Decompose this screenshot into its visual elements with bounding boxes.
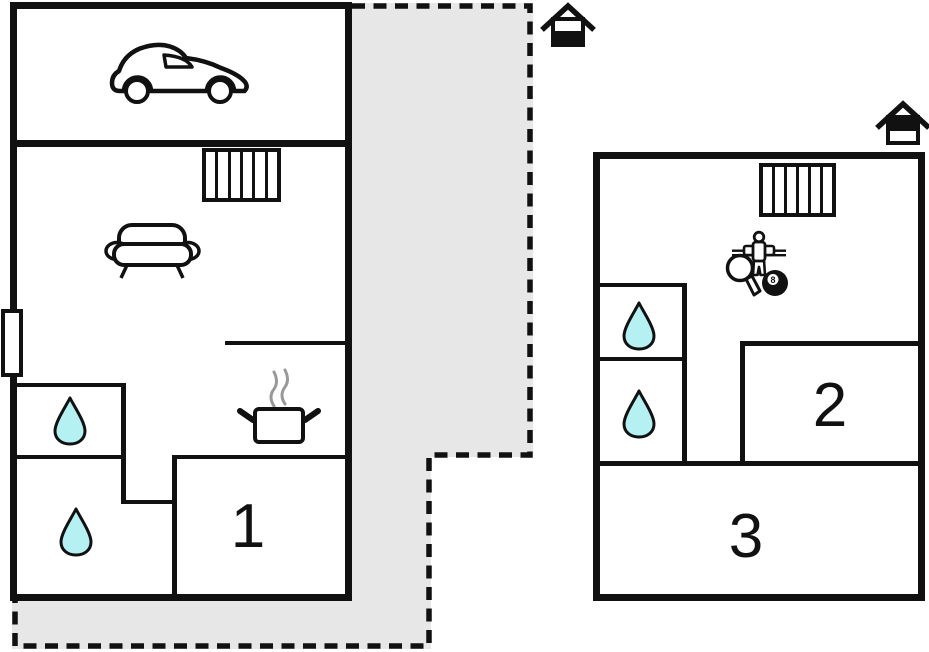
gf-garage-divider-wall: [17, 140, 345, 147]
gf-kitchen-counter-wall: [225, 341, 345, 345]
uf-wall-top: [593, 152, 925, 159]
billiard-8-ball-icon: 8: [762, 270, 788, 296]
uf-wall-right: [918, 152, 925, 601]
gf-bathroom1-bottom-wall: [17, 455, 125, 459]
uf-radiator-icon: [759, 163, 836, 217]
uf-bathroom-top-wall: [600, 283, 687, 287]
uf-room2-left-wall: [740, 341, 745, 463]
water-drop-icon: [622, 301, 656, 351]
sofa-icon: [104, 223, 201, 279]
room-2-label: 2: [812, 371, 848, 440]
car-icon: [109, 42, 249, 104]
room-1-label: 1: [230, 492, 266, 561]
steam-icon: [269, 368, 289, 408]
gf-radiator-icon: [202, 148, 281, 202]
water-drop-icon: [59, 507, 93, 557]
gf-wall-top: [10, 2, 352, 9]
gf-room1-left-wall: [172, 455, 177, 594]
table-tennis-paddle-icon: [725, 253, 762, 297]
uf-wall-left: [593, 152, 600, 601]
water-drop-icon: [622, 389, 656, 439]
gf-wall-right: [345, 2, 352, 601]
gf-room1-top-wall: [172, 455, 345, 459]
terrace-dashed-border: [12, 3, 533, 649]
stove-pot-icon: [237, 407, 321, 444]
gf-bathroom1-top-wall: [17, 383, 125, 387]
upper-level-house-icon: [875, 100, 929, 145]
foosball-player-icon: [732, 230, 786, 277]
water-drop-icon: [53, 396, 87, 446]
uf-bathroom-right-wall: [682, 283, 687, 465]
uf-room2-top-wall: [740, 341, 918, 346]
gf-wall-bottom: [10, 594, 352, 601]
ground-level-house-icon: [540, 2, 596, 47]
gf-wall-left: [10, 2, 17, 601]
eight-ball-number: 8: [770, 275, 775, 285]
gf-step-wall: [121, 500, 177, 504]
gf-bathroom1-right-wall: [121, 383, 126, 504]
uf-room3-top-wall: [600, 461, 918, 466]
terrace-fill: [12, 3, 533, 649]
uf-bathroom-divider-wall: [600, 357, 684, 361]
room-3-label: 3: [728, 502, 764, 571]
uf-wall-bottom: [593, 594, 925, 601]
gf-window: [1, 309, 23, 377]
